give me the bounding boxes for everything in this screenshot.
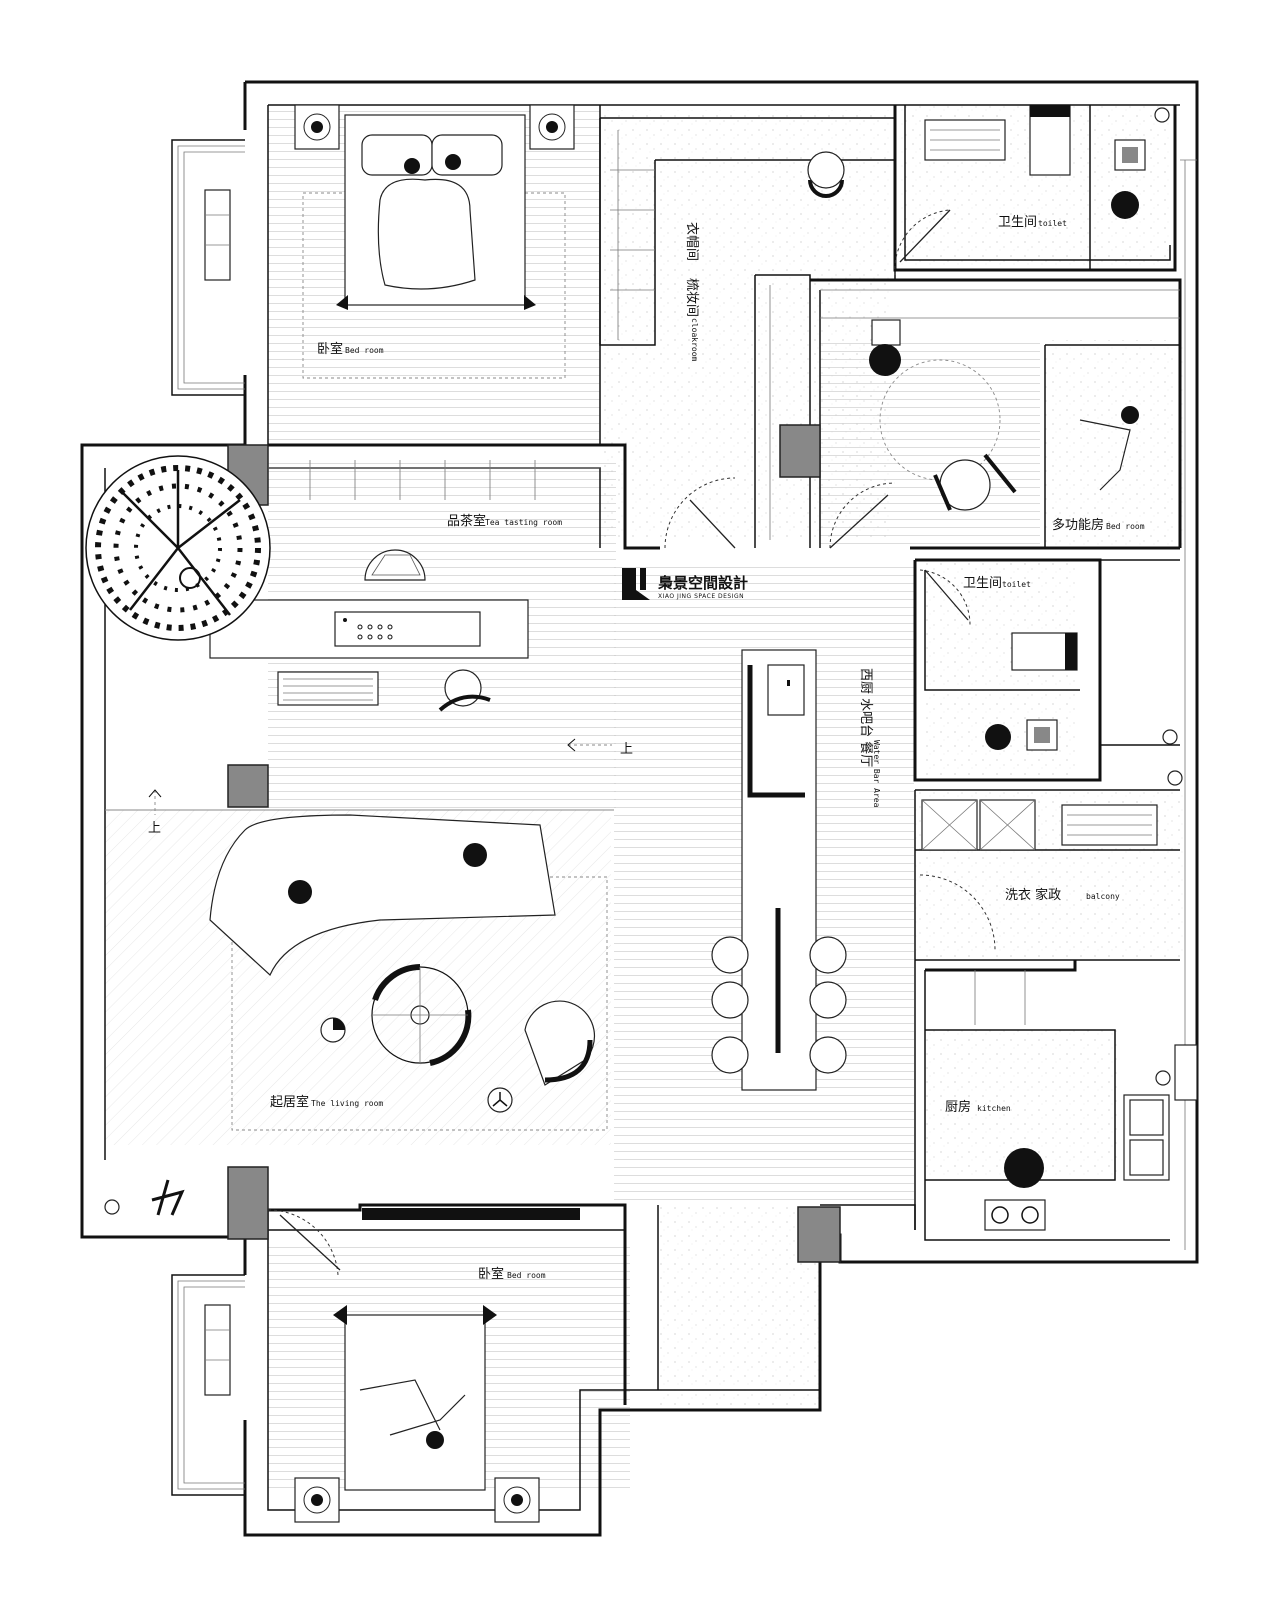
- label-balcony-en: balcony: [1086, 892, 1120, 901]
- label-toilet-top-zh: 卫生间: [998, 215, 1037, 230]
- label-multi-bedroom-en: Bed room: [1106, 522, 1145, 531]
- balcony-fixtures: [921, 799, 1158, 851]
- label-tea-room-en: Tea tasting room: [485, 518, 562, 527]
- bedroom-top-furniture: [294, 104, 575, 379]
- multi-bedroom-furniture: [820, 289, 1180, 511]
- logo-name-zh: 梟景空間設計: [657, 574, 748, 592]
- cloakroom-furniture: [610, 130, 845, 540]
- label-kitchen-en: kitchen: [977, 1104, 1011, 1113]
- tea-room-furniture: [209, 460, 600, 712]
- stair-up-label-left: 上: [148, 821, 161, 836]
- level-markers: [105, 738, 614, 815]
- kitchen-fixtures: [974, 970, 1198, 1231]
- entry-mark: [104, 1179, 185, 1216]
- label-bedroom-top-en: Bed room: [345, 346, 384, 355]
- label-multi-bedroom-zh: 多功能房: [1052, 517, 1104, 533]
- label-bedroom-top-zh: 卧室: [317, 341, 343, 357]
- label-balcony-zh: 洗衣 家政: [1005, 887, 1061, 903]
- living-room-furniture: [209, 814, 608, 1220]
- label-living-room-zh: 起居室: [270, 1094, 309, 1110]
- room-labels: 卧室 Bed room 衣帽间 梳妆间 cloakroom 卫生间 toilet…: [148, 215, 1145, 1282]
- label-water-bar-en: Water Bar Area: [872, 740, 881, 808]
- tree: [85, 455, 271, 641]
- label-tea-room-zh: 品茶室: [447, 513, 486, 529]
- water-bar-furniture: [711, 649, 847, 1091]
- label-toilet-mid-zh: 卫生间: [963, 576, 1002, 591]
- label-toilet-mid-en: toilet: [1002, 580, 1031, 589]
- toilet-mid-fixtures: [985, 632, 1183, 786]
- label-bedroom-bottom-zh: 卧室: [478, 1266, 504, 1282]
- logo-name-en: XIAO JING SPACE DESIGN: [658, 593, 744, 600]
- label-cloakroom-zh2: 梳妆间: [684, 278, 699, 317]
- label-cloakroom-zh: 衣帽间: [684, 222, 700, 261]
- label-kitchen-zh: 厨房: [945, 1099, 971, 1115]
- doors: [267, 209, 996, 1276]
- label-toilet-top-en: toilet: [1038, 219, 1067, 228]
- bedroom-bottom-furniture: [294, 1305, 540, 1523]
- stair-up-label-right: 上: [620, 742, 633, 757]
- windows: [171, 139, 1197, 1496]
- label-water-bar-zh: 西厨 水吧台 餐厅: [858, 668, 874, 767]
- label-living-room-en: The living room: [311, 1099, 383, 1108]
- label-cloakroom-en: cloakroom: [690, 318, 699, 362]
- toilet-top-fixtures: [924, 104, 1170, 219]
- studio-logo: 梟景空間設計 XIAO JING SPACE DESIGN: [622, 568, 748, 600]
- label-bedroom-bottom-en: Bed room: [507, 1271, 546, 1280]
